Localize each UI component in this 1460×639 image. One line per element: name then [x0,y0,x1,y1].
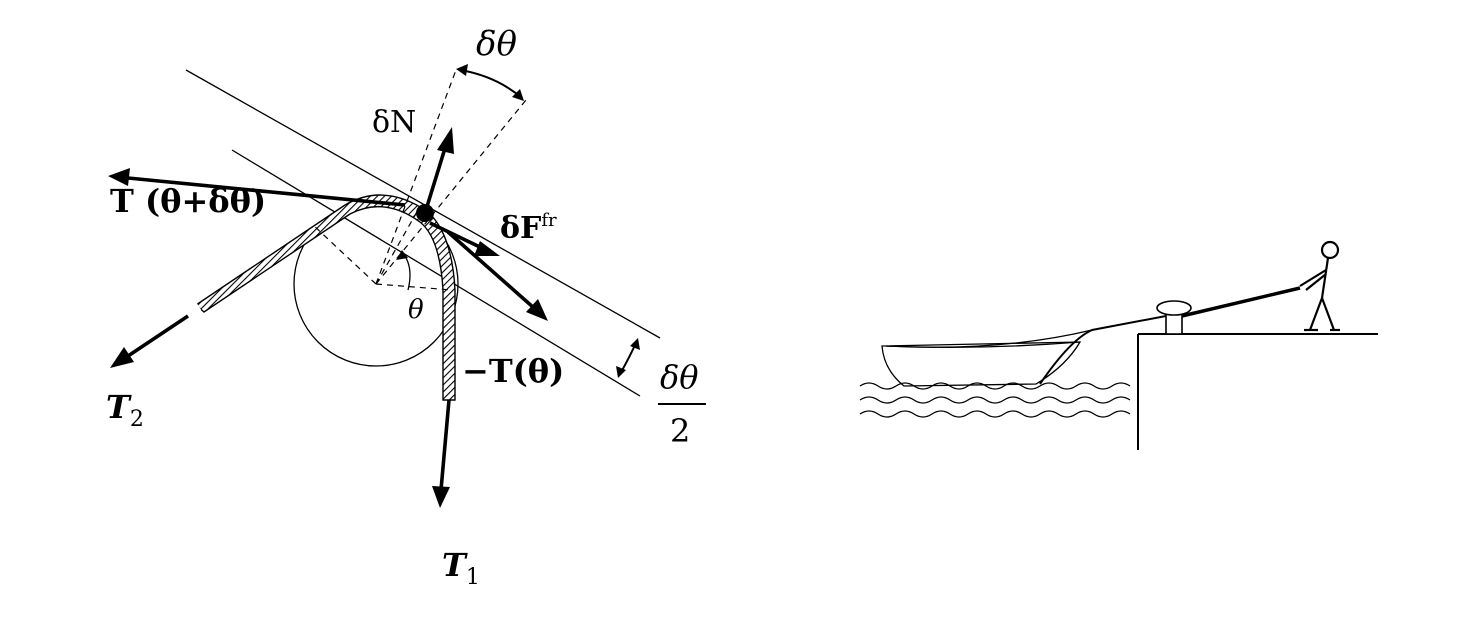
rope-boat-line [885,329,1093,348]
label-frac-den: 2 [670,412,690,450]
label-T1-main: T [442,546,468,584]
arrow-minus-T-theta [446,230,536,310]
arrow-d-N [423,144,448,214]
boat [881,341,1082,387]
d-theta-top-arc-head-right [512,89,524,101]
person-pulling [1299,240,1340,332]
d-theta-half-arc-head-bottom [616,366,626,378]
rope-boat-to-bollard [1039,315,1167,385]
label-d-N: δN [372,105,416,140]
label-d-theta-top: δθ [476,24,517,64]
label-T-theta-plus: T (θ+δθ) [110,182,266,220]
theta-arc-head [396,250,408,260]
label-frac-num: δθ [660,358,699,396]
rope-gap [174,299,202,324]
arrow-T1 [439,399,451,491]
bollard-cap [1156,300,1192,316]
water-wave-3 [859,410,1131,418]
label-T2: T2 [106,388,144,432]
d-theta-top-arc-head-left [456,64,468,76]
dock-scene [859,240,1378,450]
capstan-diagram: δθ δN T (θ+δθ) δFfr θ −T(θ) T2 T1 δθ 2 [106,24,706,590]
dashed-radius-right [375,283,453,291]
label-minus-T-theta: −T(θ) [462,352,564,390]
arrow-d-N-head [437,127,454,154]
label-T2-sub: 2 [130,407,144,432]
arrow-d-F-fr [429,221,485,251]
water-wave-1 [859,382,1131,390]
dashed-normal-line [375,69,457,285]
label-T2-main: T [106,388,132,426]
tangent-line-inner [231,149,641,397]
label-d-F-fr-sup: fr [541,210,557,231]
dashed-radius-top [375,209,419,285]
arrow-T-theta-plus [127,176,406,207]
label-T1: T1 [442,546,480,590]
arrow-minus-T-theta-head [526,299,548,321]
tangent-line-outer [185,69,661,339]
label-d-F-fr: δFfr [500,210,557,246]
arrow-T-theta-plus-head [108,168,130,186]
d-theta-top-arc [459,69,523,99]
label-theta: θ [408,295,424,325]
label-d-F-fr-main: δF [500,211,541,246]
arrow-d-F-fr-head [474,241,500,256]
d-theta-half-arc-head-top [630,338,640,350]
water-wave-2 [859,396,1131,404]
rope-bollard-to-person [1181,286,1301,318]
label-T1-sub: 1 [466,565,480,590]
arrow-T2 [127,314,189,358]
arrow-T1-head [432,486,450,508]
dashed-radius-left [311,223,377,285]
arrow-T2-head [110,347,134,368]
